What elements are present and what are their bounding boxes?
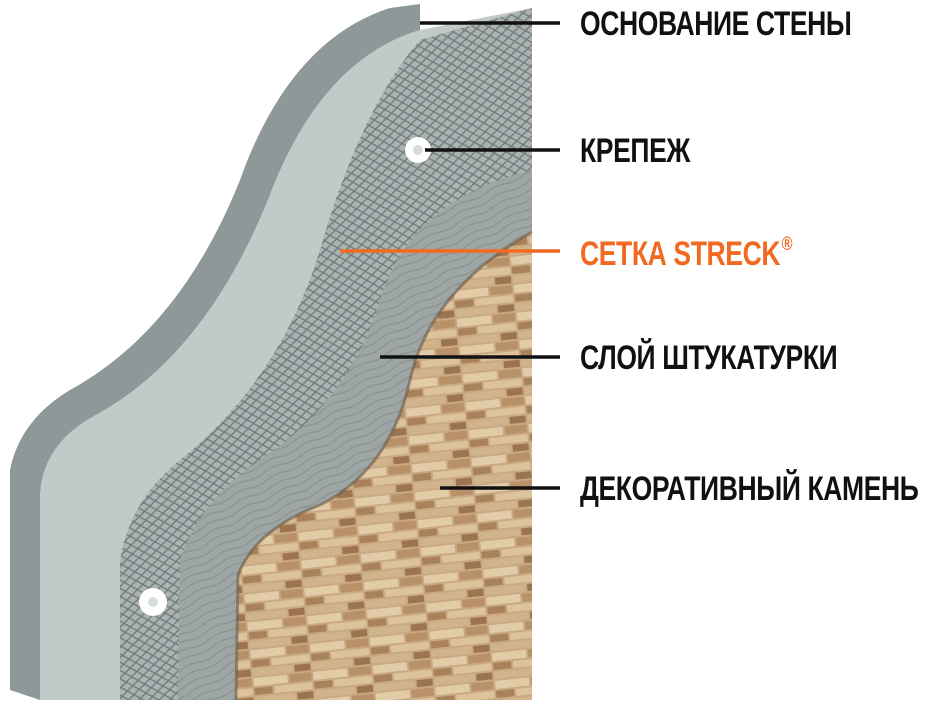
stone-edge-shadow bbox=[234, 230, 533, 701]
label-plaster: СЛОЙ ШТУКАТУРКИ bbox=[580, 339, 838, 377]
decorative-stone-layer bbox=[236, 232, 532, 700]
label-decorative-stone: ДЕКОРАТИВНЫЙ КАМЕНЬ bbox=[580, 470, 919, 508]
label-wall-base: ОСНОВАНИЕ СТЕНЫ bbox=[580, 5, 852, 43]
label-anchor: КРЕПЕЖ bbox=[580, 132, 690, 170]
registered-mark: ® bbox=[781, 234, 793, 255]
label-mesh-streck: СЕТКА STRECK® bbox=[580, 234, 793, 273]
anchor-icon-lower bbox=[139, 588, 167, 616]
anchor-icon bbox=[405, 137, 431, 163]
